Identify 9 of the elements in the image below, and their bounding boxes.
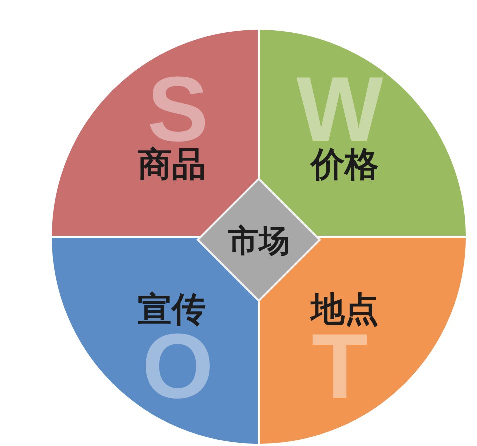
- large-letter: S: [147, 76, 209, 144]
- large-letter: W: [296, 76, 384, 144]
- sector-label: 宣传: [138, 293, 206, 327]
- sector-label: 地点: [311, 293, 379, 327]
- large-letter: T: [312, 332, 368, 402]
- sector-label: 商品: [138, 148, 206, 182]
- sector-label: 价格: [311, 148, 379, 182]
- large-letter: O: [142, 332, 214, 402]
- center-label: 市场: [228, 226, 290, 258]
